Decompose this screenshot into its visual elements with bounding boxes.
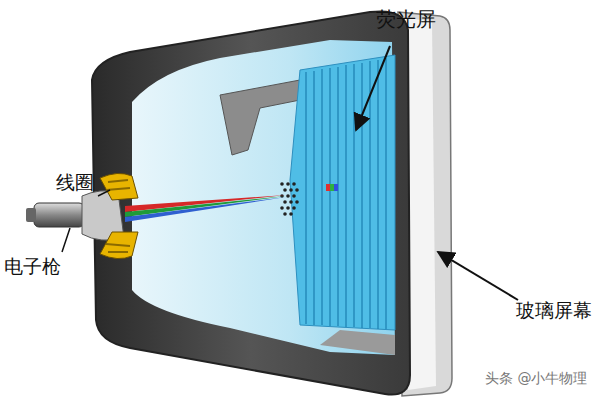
watermark: 头条 @小牛物理 [485,370,587,386]
coil-label: 线圈 [56,172,94,194]
blue-beam [125,197,286,222]
deflection-coil [100,173,138,200]
phosphor-screen [290,55,395,330]
leader-line [62,228,70,252]
tube-interior [132,40,395,355]
crt-housing [92,11,410,394]
glass-label: 玻璃屏幕 [516,300,592,322]
gun-label: 电子枪 [4,256,61,278]
shadow-mask [280,182,299,216]
gun-pin [26,208,36,222]
leader-line [356,46,390,130]
electron-gun [34,203,84,227]
leader-line [438,252,518,300]
screen-label: 荧光屏 [376,8,436,31]
leader-line [98,190,110,196]
frame-bottom [320,330,395,355]
green-beam [125,196,286,217]
